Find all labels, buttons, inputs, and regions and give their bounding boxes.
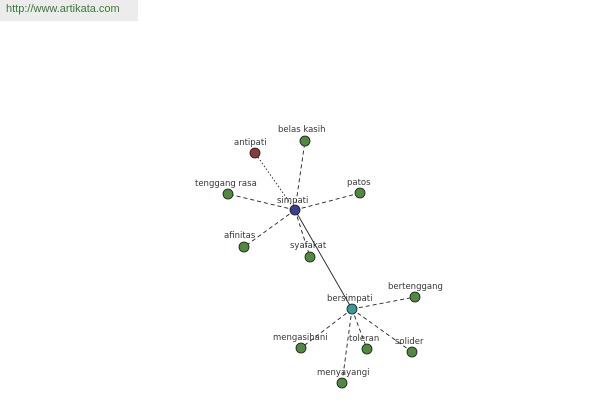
site-url-link[interactable]: http://www.artikata.com xyxy=(6,3,120,15)
node-bertenggang[interactable] xyxy=(409,291,421,303)
node-label-patos[interactable]: patos xyxy=(347,178,371,188)
node-afinitas[interactable] xyxy=(238,241,250,253)
node-mengasihani[interactable] xyxy=(295,342,307,354)
edge-simpati-syafakat xyxy=(294,209,311,258)
edge-simpati-afinitas xyxy=(243,209,296,248)
node-label-menyayangi[interactable]: menyayangi xyxy=(317,368,370,378)
node-tenggang-rasa[interactable] xyxy=(222,188,234,200)
node-label-toleran[interactable]: toleran xyxy=(349,334,379,344)
node-menyayangi[interactable] xyxy=(336,377,348,389)
node-label-antipati[interactable]: antipati xyxy=(234,138,267,148)
labels-layer: simpati bersimpati antipati belas kasih pato… xyxy=(195,125,443,378)
node-antipati[interactable] xyxy=(249,147,261,159)
nodes-layer xyxy=(222,135,421,389)
edges-layer xyxy=(227,140,416,384)
node-bersimpati[interactable] xyxy=(346,303,358,315)
node-label-afinitas[interactable]: afinitas xyxy=(224,231,256,241)
node-belas-kasih[interactable] xyxy=(299,135,311,147)
node-label-mengasihani[interactable]: mengasihani xyxy=(273,333,328,343)
node-solider[interactable] xyxy=(406,346,418,358)
edge-bersimpati-mengasihani xyxy=(300,308,353,349)
node-label-belas-kasih[interactable]: belas kasih xyxy=(278,125,326,135)
url-banner: http://www.artikata.com xyxy=(0,0,138,21)
node-simpati[interactable] xyxy=(289,204,301,216)
node-syafakat[interactable] xyxy=(304,251,316,263)
edge-simpati-tenggang-rasa xyxy=(227,193,296,211)
node-label-solider[interactable]: solider xyxy=(395,337,424,347)
edge-simpati-bersimpati xyxy=(294,209,353,310)
node-label-simpati[interactable]: simpati xyxy=(277,196,308,206)
node-label-bersimpati[interactable]: bersimpati xyxy=(327,294,373,304)
edge-simpati-antipati xyxy=(254,152,296,211)
node-label-bertenggang[interactable]: bertenggang xyxy=(388,282,443,292)
node-label-tenggang-rasa[interactable]: tenggang rasa xyxy=(195,179,257,189)
edge-bersimpati-menyayangi xyxy=(341,308,353,384)
edge-simpati-belas-kasih xyxy=(294,140,306,211)
edge-bersimpati-bertenggang xyxy=(351,296,416,310)
edge-bersimpati-toleran xyxy=(351,308,368,350)
node-patos[interactable] xyxy=(354,187,366,199)
node-label-syafakat[interactable]: syafakat xyxy=(290,241,327,251)
node-toleran[interactable] xyxy=(361,343,373,355)
edge-bersimpati-solider xyxy=(351,308,413,353)
